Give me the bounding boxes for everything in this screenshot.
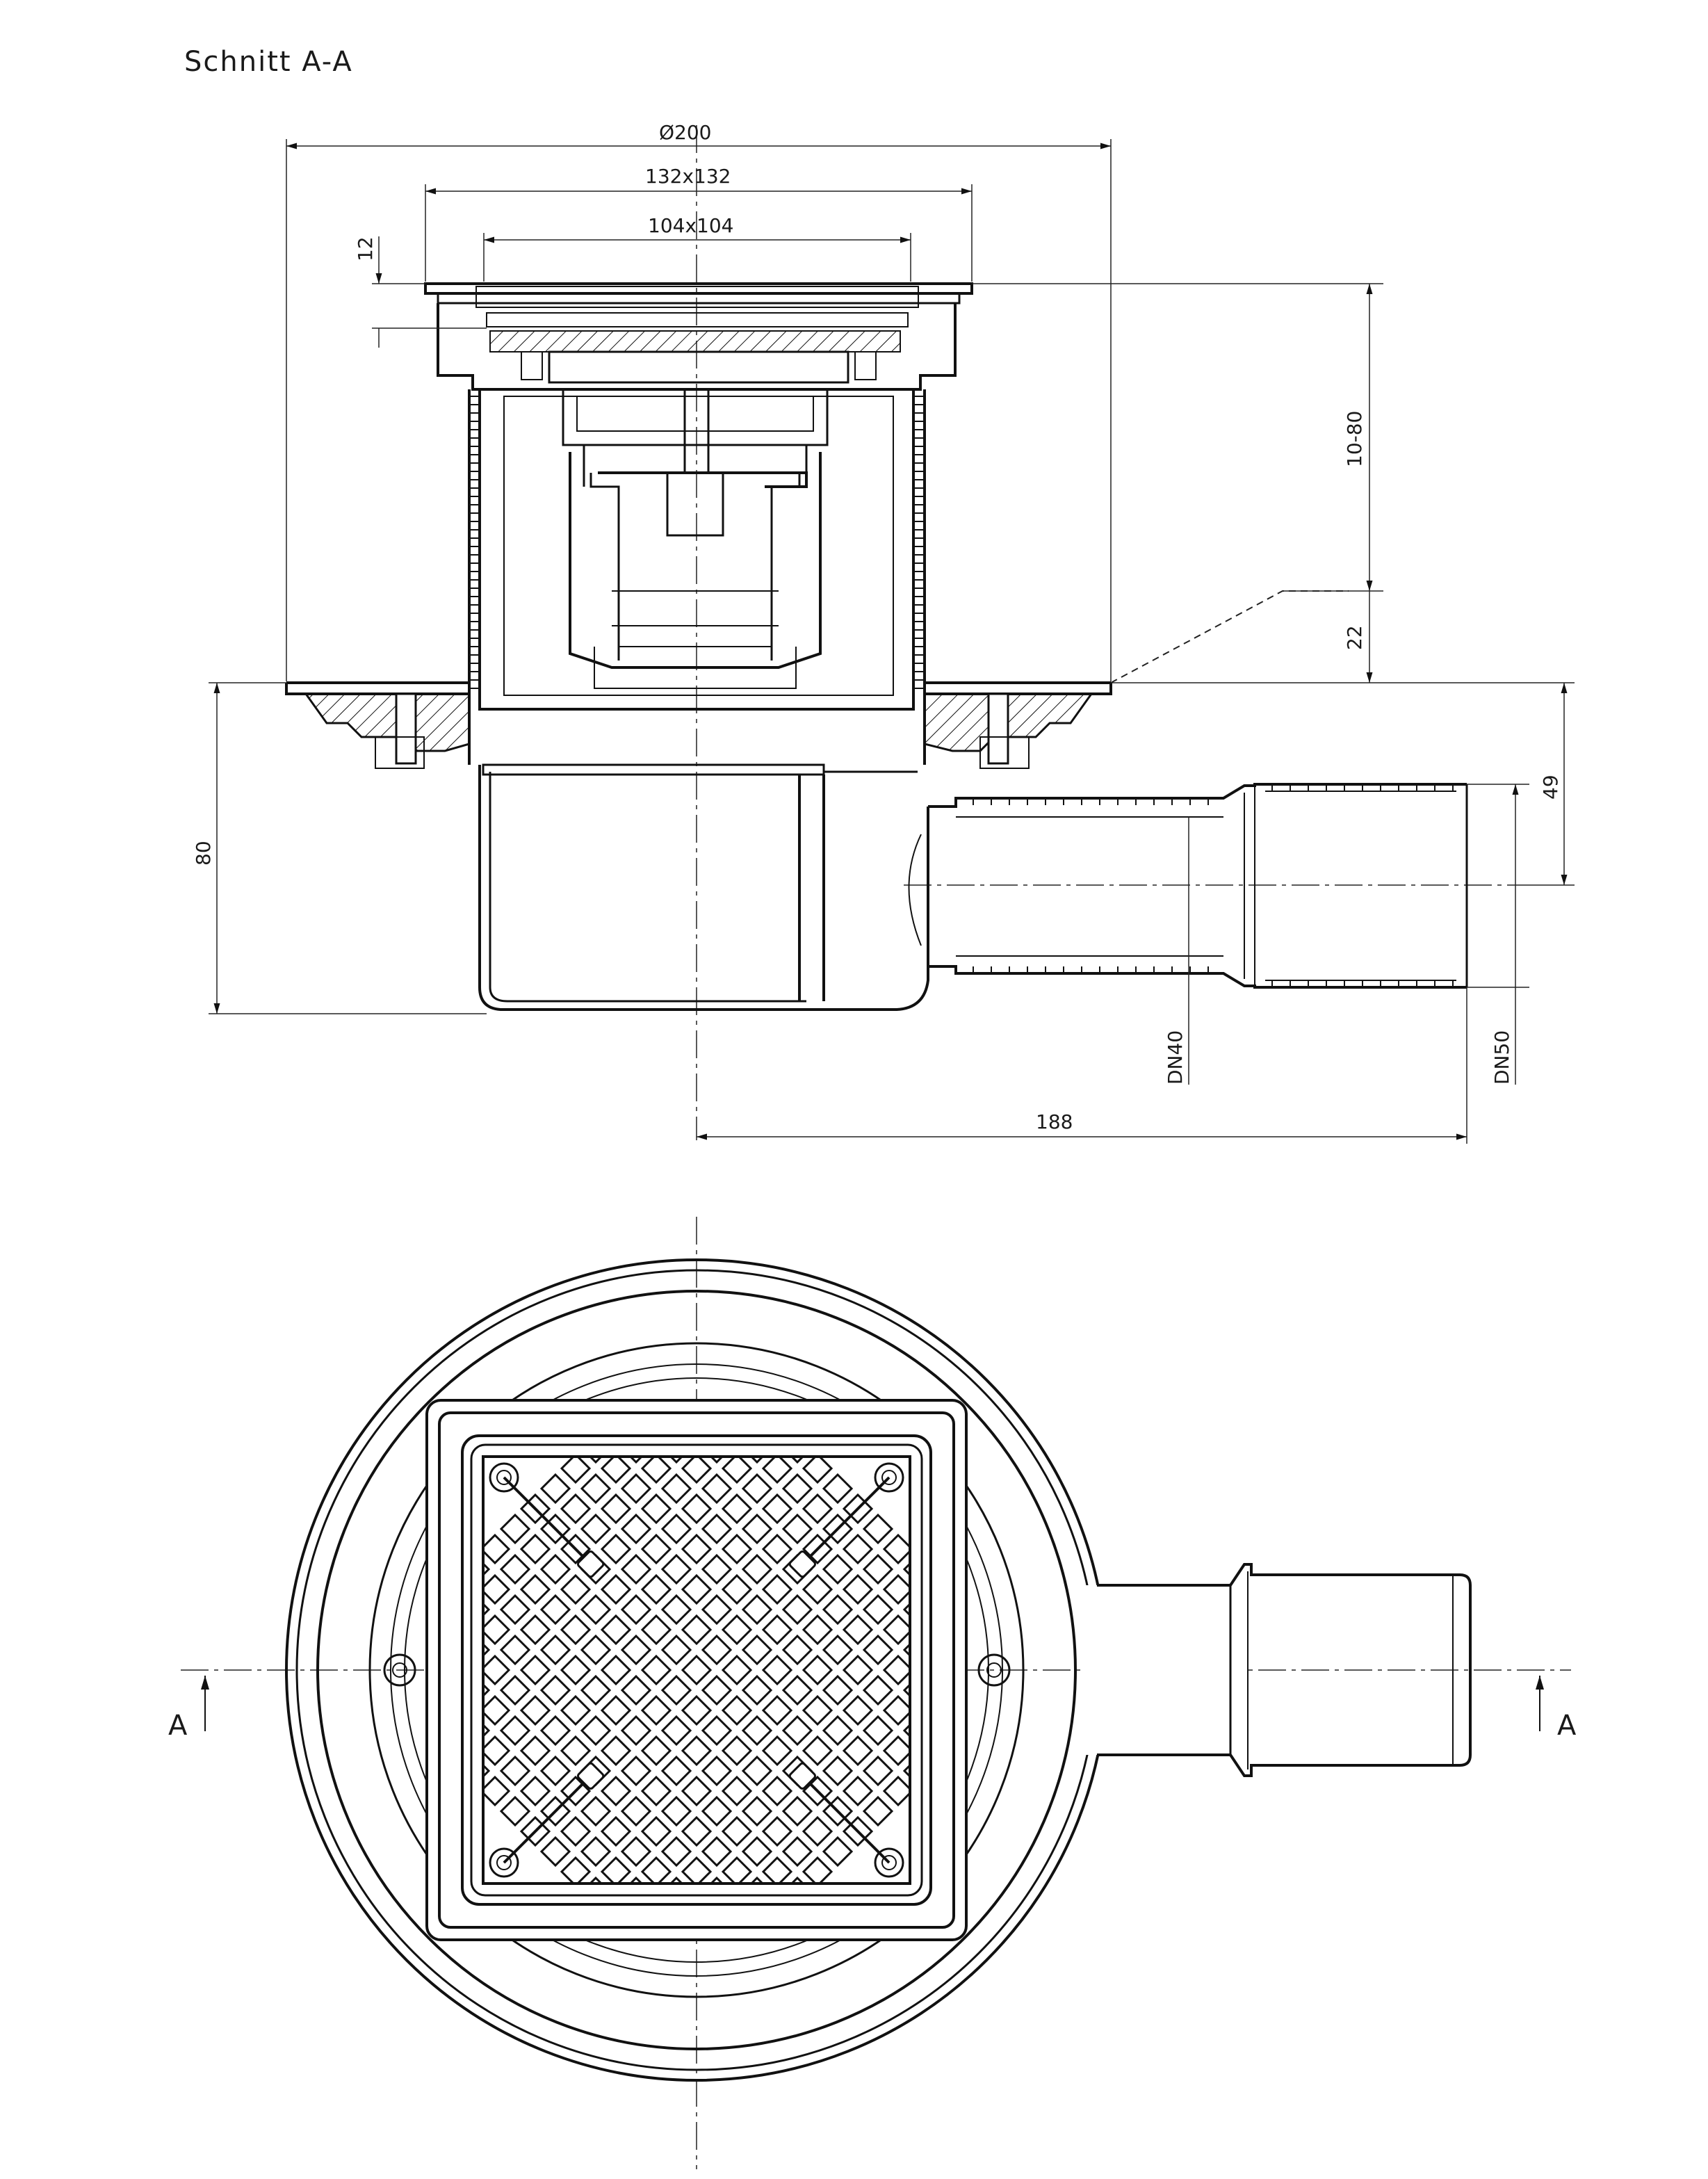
section-marker-right: A — [1536, 1676, 1577, 1742]
flange — [285, 681, 1112, 769]
outlet-pipe — [928, 783, 1468, 989]
ring-screw-right-icon — [977, 1653, 1011, 1687]
dim-outlet-axis: 49 — [1539, 775, 1562, 800]
corner-clamp-icon — [489, 1462, 605, 1578]
telescopic-body — [468, 389, 926, 765]
dim-outlet-length: 188 — [1036, 1110, 1073, 1133]
grate-frame — [424, 282, 973, 391]
dim-flange-offset: 22 — [1343, 625, 1366, 650]
dim-body-depth: 80 — [192, 841, 215, 866]
dimension-lines — [209, 139, 1575, 1144]
ring-screw-left-icon — [383, 1653, 416, 1687]
sump-body — [478, 763, 929, 1011]
corner-clamp-icon — [489, 1762, 605, 1878]
dim-height-adjust: 10-80 — [1343, 411, 1366, 467]
dim-pipe-inner: DN40 — [1164, 1030, 1187, 1085]
section-label-left: A — [168, 1710, 188, 1742]
corner-clamp-icon — [788, 1762, 904, 1878]
section-label-right: A — [1557, 1710, 1577, 1742]
section-marker-left: A — [168, 1676, 209, 1742]
dim-diameter: Ø200 — [659, 121, 711, 144]
dim-grate: 104x104 — [648, 214, 733, 237]
section-view: Ø200 132x132 104x104 12 10-80 22 49 80 1… — [192, 121, 1575, 1144]
dim-frame: 132x132 — [645, 165, 731, 188]
corner-clamp-icon — [788, 1462, 904, 1578]
dim-pipe-outer: DN50 — [1490, 1030, 1513, 1085]
plan-view: A A — [168, 1217, 1577, 2169]
odour-trap — [562, 388, 829, 689]
dim-grate-thickness: 12 — [354, 236, 377, 261]
section-title: Schnitt A-A — [184, 46, 353, 78]
outlet-pipe-plan — [1084, 1563, 1472, 1777]
